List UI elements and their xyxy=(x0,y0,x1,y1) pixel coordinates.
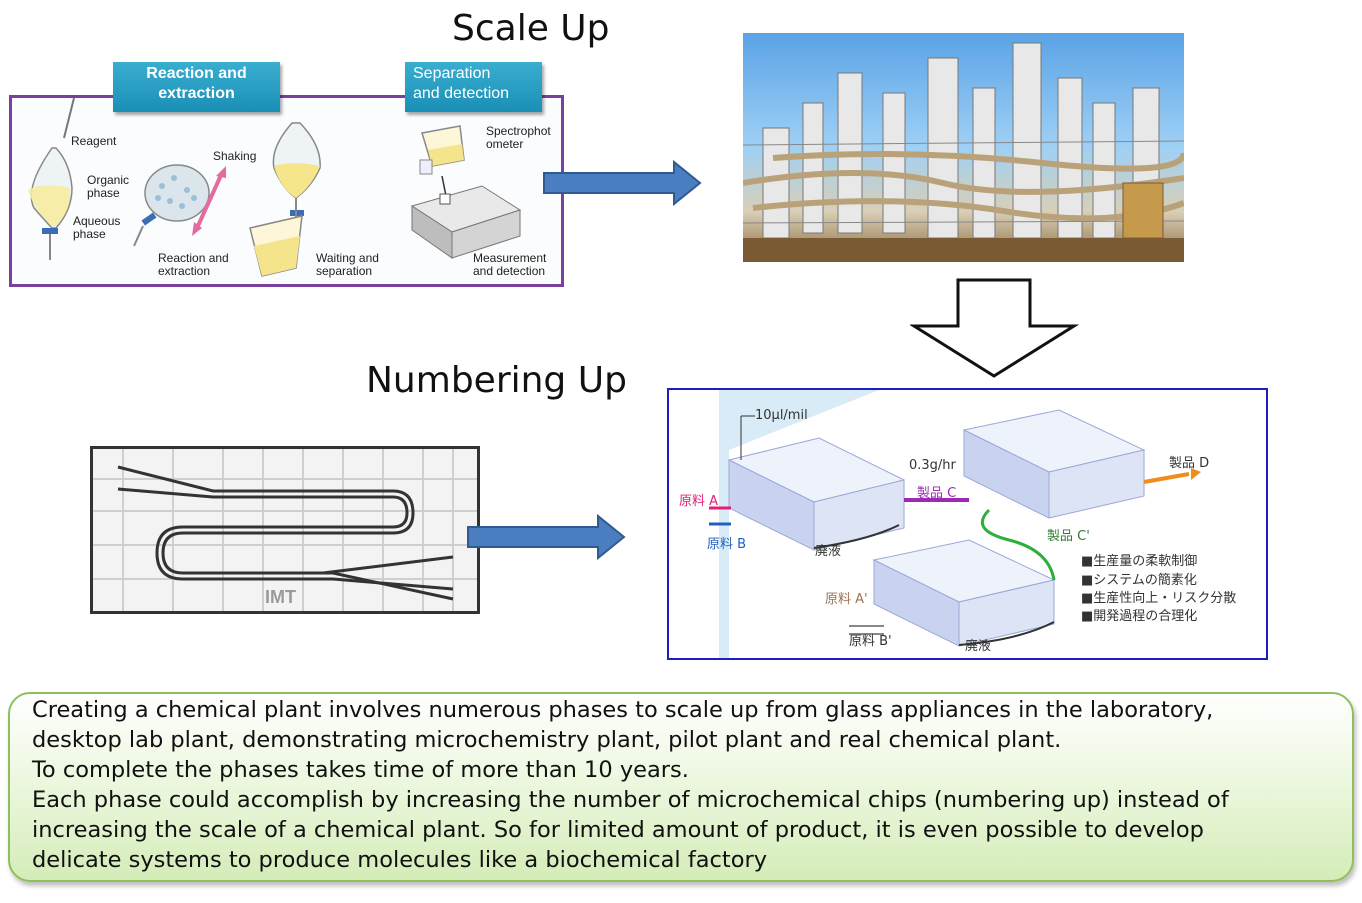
microchip-illustration: IMT xyxy=(90,446,480,614)
numbering-up-arrow xyxy=(467,514,626,560)
product-c-prime-label: 製品 C' xyxy=(1047,529,1090,544)
description-line: desktop lab plant, demonstrating microch… xyxy=(32,727,1062,753)
reagent-label: Reagent xyxy=(71,134,117,148)
organic-phase-label-1: Organic xyxy=(87,173,130,187)
waste-liquid-label-1: 廃液 xyxy=(815,544,842,559)
separation-tab-label-2: and detection xyxy=(413,85,510,102)
description-line: increasing the scale of a chemical plant… xyxy=(32,817,1204,843)
aqueous-phase-label-2: phase xyxy=(73,227,106,241)
benefit-item: ■生産性向上・リスク分散 xyxy=(1081,591,1237,606)
raw-material-b-prime-label: 原料 B' xyxy=(849,634,892,649)
description-line: Each phase could accomplish by increasin… xyxy=(32,787,1229,813)
description-box: Creating a chemical plant involves numer… xyxy=(8,692,1354,882)
flow-rate-label: 10µl/mil xyxy=(755,408,808,423)
raw-material-a-prime-label: 原料 A' xyxy=(825,592,868,607)
microreactor-panel: 10µl/mil 0.3g/hr 原料 A 原料 B 製品 C 製品 C' 製品… xyxy=(667,388,1268,660)
organic-phase-label-2: phase xyxy=(87,186,120,200)
reaction-extraction-label-1: Reaction and xyxy=(158,251,229,265)
reaction-extraction-tab-label: Reaction and extraction xyxy=(146,65,247,102)
numbering-up-title: Numbering Up xyxy=(366,360,627,401)
measurement-detection-label-2: and detection xyxy=(473,264,546,278)
lab-process-panel: Reagent Organic phase Aqueous phase Shak… xyxy=(9,95,564,287)
description-line: Creating a chemical plant involves numer… xyxy=(32,697,1214,723)
product-d-label: 製品 D xyxy=(1169,456,1210,471)
raw-material-b-label: 原料 B xyxy=(707,537,747,552)
microreactor-illustration xyxy=(709,390,1201,658)
description-line: To complete the phases takes time of mor… xyxy=(32,757,689,783)
scale-up-title: Scale Up xyxy=(452,8,610,49)
lab-glassware-illustration xyxy=(28,98,522,277)
chemical-plant-photo xyxy=(743,33,1184,262)
output-rate-label: 0.3g/hr xyxy=(909,458,956,473)
separation-tab-label-1: Separation xyxy=(413,65,491,82)
separation-detection-tab: Separation and detection xyxy=(405,62,542,112)
waiting-separation-label-2: separation xyxy=(316,264,373,278)
spectrophotometer-label-1: Spectrophot xyxy=(486,124,551,138)
scale-up-arrow xyxy=(543,160,702,206)
reaction-extraction-tab: Reaction and extraction xyxy=(113,62,280,112)
chip-brand-label: IMT xyxy=(265,587,296,607)
shaking-label: Shaking xyxy=(213,149,257,163)
measurement-detection-label-1: Measurement xyxy=(473,251,547,265)
benefit-item: ■システムの簡素化 xyxy=(1081,573,1197,588)
product-c-label: 製品 C xyxy=(917,486,957,501)
reaction-extraction-label-2: extraction xyxy=(158,264,211,278)
benefit-item: ■開発過程の合理化 xyxy=(1081,609,1198,624)
description-line: delicate systems to produce molecules li… xyxy=(32,847,768,873)
benefit-item: ■生産量の柔軟制御 xyxy=(1081,554,1198,569)
spectrophotometer-label-2: ometer xyxy=(486,137,524,151)
aqueous-phase-label-1: Aqueous xyxy=(73,214,121,228)
waste-liquid-label-2: 廃液 xyxy=(965,639,992,654)
waiting-separation-label-1: Waiting and xyxy=(316,251,379,265)
raw-material-a-label: 原料 A xyxy=(679,494,719,509)
downward-arrow xyxy=(910,278,1080,378)
